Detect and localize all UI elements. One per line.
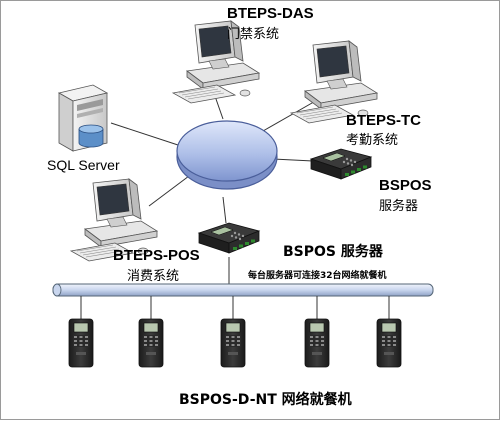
controller-device-icon: [198, 222, 260, 254]
footer-caption: BSPOS-D-NT 网络就餐机: [179, 392, 352, 408]
database-icon: [78, 124, 104, 148]
bspos-right-title: BSPOS: [379, 177, 432, 194]
terminal-device-icon: [220, 318, 246, 368]
pos-title: BTEPS-POS: [113, 247, 200, 264]
controller-device-icon: [310, 148, 372, 180]
link-sql: [110, 122, 182, 147]
terminal-device-icon: [68, 318, 94, 368]
hub-links: [110, 78, 320, 284]
link-bspos-mid: [222, 196, 227, 224]
link-tc: [262, 98, 320, 132]
das-subtitle: 门禁系统: [227, 27, 280, 42]
network-hub: [176, 120, 278, 190]
sql-server-label: SQL Server: [47, 157, 120, 173]
bus-note: 每台服务器可连接32台网络就餐机: [248, 271, 387, 281]
link-pos: [148, 175, 190, 207]
bspos-right-subtitle: 服务器: [379, 199, 419, 214]
link-bspos-right: [272, 158, 314, 162]
network-bus: [52, 283, 434, 297]
tc-subtitle: 考勤系统: [346, 133, 399, 148]
terminal-device-icon: [304, 318, 330, 368]
bus-drops: [80, 296, 390, 319]
tc-title: BTEPS-TC: [346, 112, 421, 129]
terminal-device-icon: [376, 318, 402, 368]
das-title: BTEPS-DAS: [227, 5, 314, 22]
computer-icon: [290, 40, 378, 124]
terminal-device-icon: [138, 318, 164, 368]
bspos-mid-label: BSPOS 服务器: [283, 244, 383, 260]
pos-subtitle: 消费系统: [127, 269, 180, 284]
